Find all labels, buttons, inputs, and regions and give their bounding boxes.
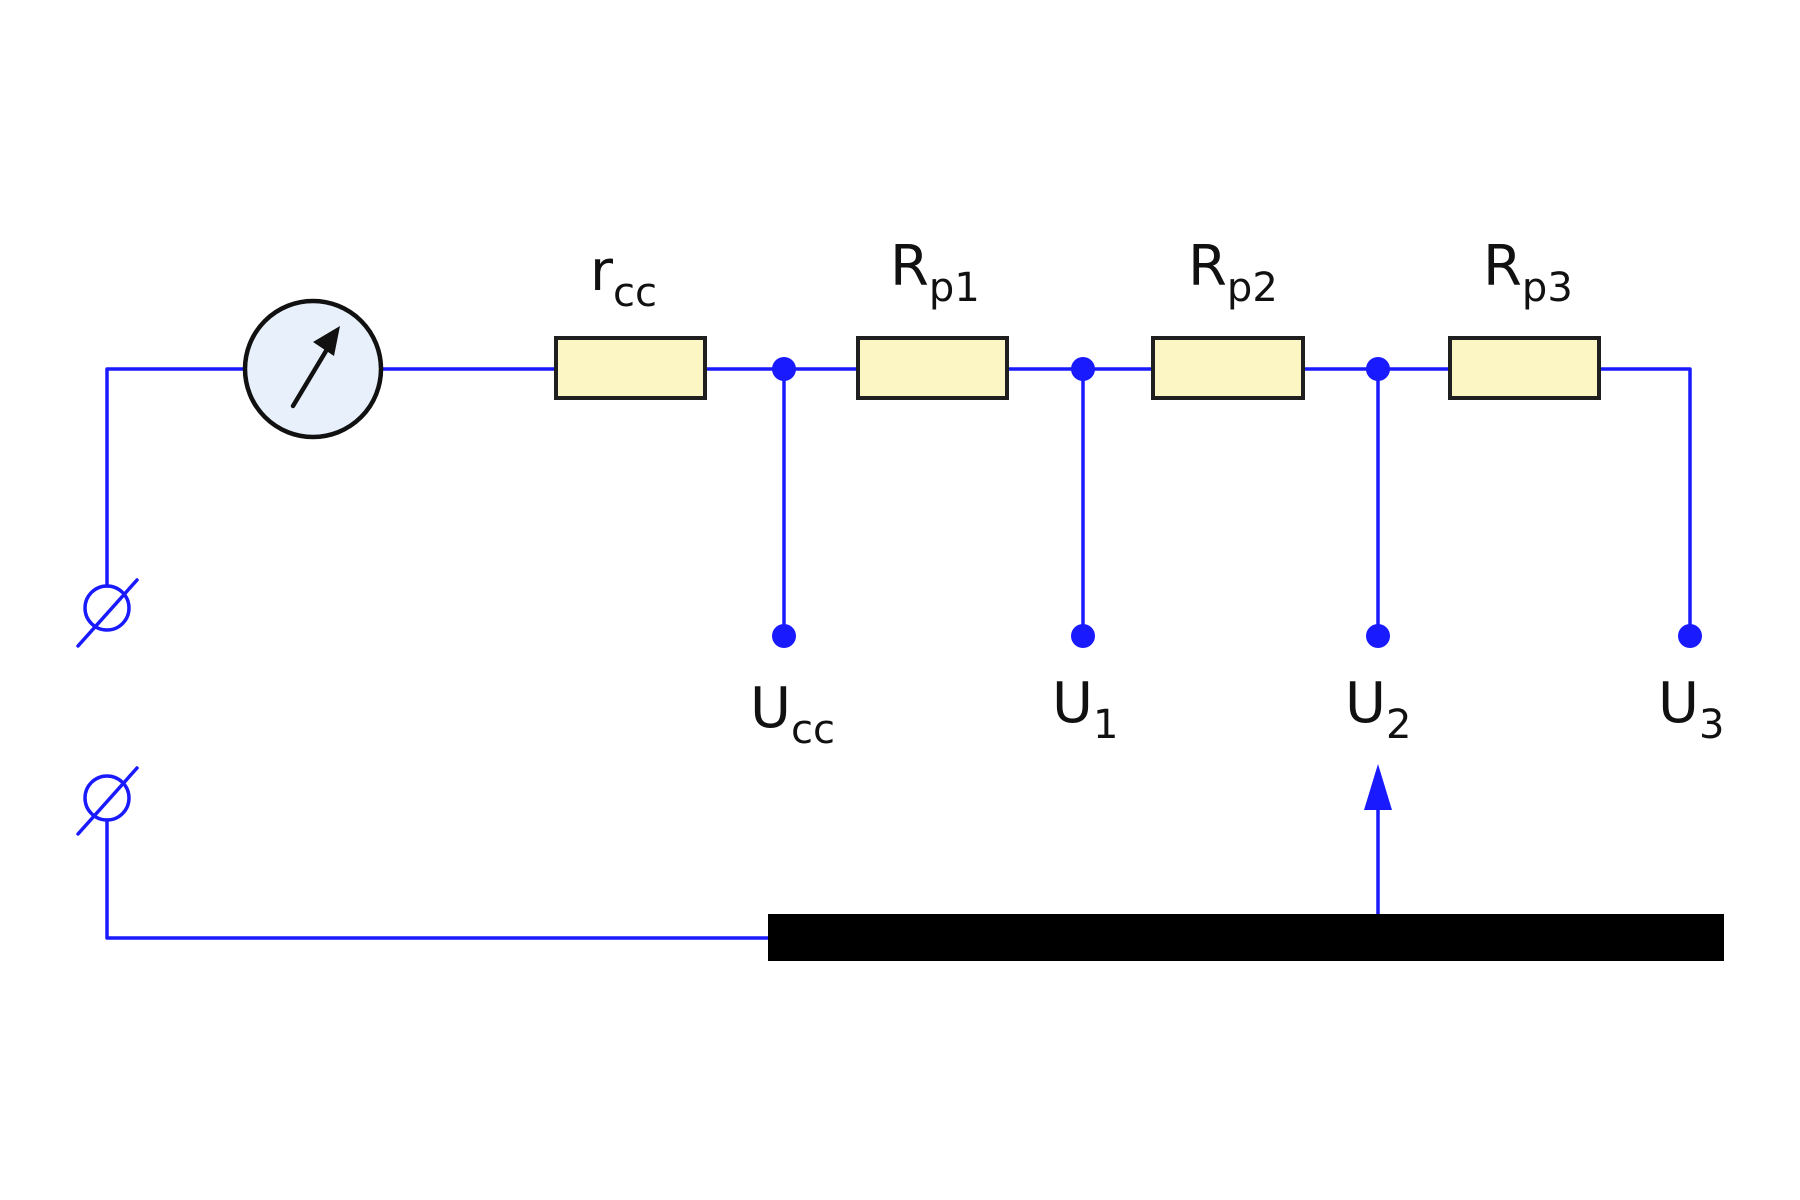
label-rp2: Rp2: [1188, 234, 1278, 311]
ground-rail: [768, 914, 1724, 961]
label-u3: U3: [1658, 671, 1724, 748]
label-rp1: Rp1: [890, 234, 980, 311]
label-ucc: Ucc: [750, 676, 835, 753]
junction-dot: [772, 357, 796, 381]
arrow-up-icon: [1364, 764, 1392, 810]
terminal-icon: [76, 578, 139, 648]
tap-dot-ucc: [772, 624, 796, 648]
junctions: [772, 357, 1702, 648]
label-rcc: rcc: [590, 239, 657, 316]
wire-rp3-u3: [1597, 367, 1692, 638]
tap-dot-u3: [1678, 624, 1702, 648]
wire-left-top: [105, 367, 247, 588]
tap-dot-u1: [1071, 624, 1095, 648]
resistors: [554, 336, 1601, 400]
label-u2: U2: [1345, 671, 1411, 748]
label-rp3: Rp3: [1483, 234, 1573, 311]
wire-bottom-rail: [105, 818, 772, 940]
junction-dot: [1366, 357, 1390, 381]
resistor-rp2: [1151, 336, 1305, 400]
label-u1: U1: [1052, 671, 1118, 748]
junction-dot: [1071, 357, 1095, 381]
wires: [105, 367, 1692, 940]
tap-dot-u2: [1366, 624, 1390, 648]
resistor-rp1: [856, 336, 1009, 400]
resistor-rcc: [554, 336, 707, 400]
resistor-rp3: [1448, 336, 1601, 400]
galvanometer-icon: [242, 298, 384, 440]
terminal-icon: [76, 766, 139, 836]
